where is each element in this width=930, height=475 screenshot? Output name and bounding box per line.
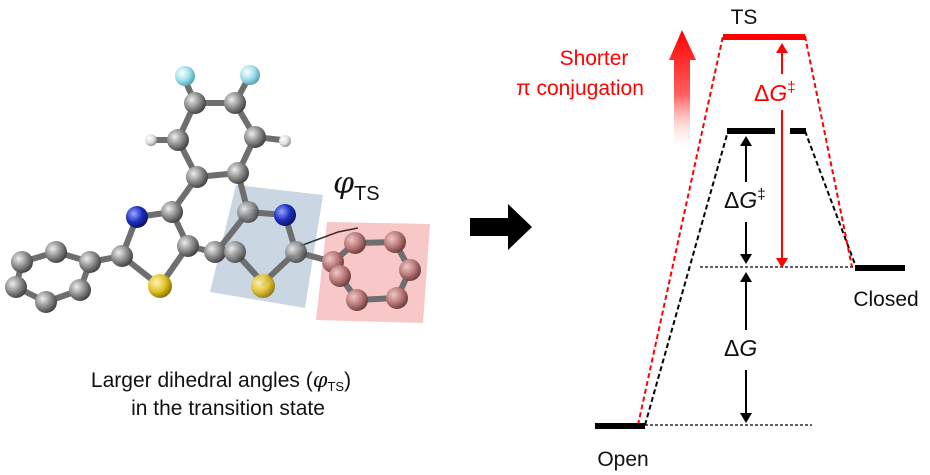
nitrogen-atom bbox=[274, 204, 296, 226]
black-path-connector bbox=[644, 130, 729, 426]
caption-line-1: Larger dihedral angles (φTS) bbox=[91, 368, 351, 394]
carbon-atom bbox=[111, 245, 133, 267]
carbon-atom bbox=[35, 291, 57, 313]
carbon-atom bbox=[69, 279, 91, 301]
carbon-atom bbox=[227, 162, 249, 184]
fluorine-atom bbox=[175, 66, 195, 86]
carbon-atom bbox=[346, 289, 368, 311]
carbon-atom bbox=[186, 166, 208, 188]
up-gradient-arrow-icon bbox=[669, 30, 696, 148]
open-label: Open bbox=[597, 448, 648, 471]
sulfur-atom bbox=[251, 274, 275, 298]
carbon-atom bbox=[79, 251, 101, 273]
black-delta-g-dagger-arrow bbox=[740, 136, 752, 264]
hydrogen-atom bbox=[145, 134, 157, 146]
carbon-atom bbox=[45, 241, 67, 263]
carbon-atom bbox=[204, 241, 226, 263]
nitrogen-atom bbox=[126, 206, 148, 228]
ts-label: TS bbox=[731, 6, 758, 29]
carbon-atom bbox=[384, 231, 406, 253]
red-path-connector bbox=[637, 35, 724, 426]
carbon-atom bbox=[244, 126, 266, 148]
carbon-atom bbox=[237, 201, 259, 223]
phi-ts-label: φTS bbox=[333, 166, 380, 205]
red-delta-g-dagger-label: ΔG‡ bbox=[754, 79, 796, 106]
carbon-atom bbox=[184, 92, 206, 114]
carbon-atom bbox=[386, 287, 408, 309]
carbon-atom bbox=[399, 259, 421, 281]
black-delta-g-dagger-label: ΔG‡ bbox=[724, 186, 766, 213]
dihedral-indicator bbox=[299, 227, 359, 247]
carbon-atom bbox=[167, 129, 189, 151]
carbon-atom bbox=[224, 92, 246, 114]
black-delta-g-label: ΔG bbox=[724, 335, 757, 361]
caption-line-2: in the transition state bbox=[131, 397, 325, 420]
big-right-arrow-icon bbox=[470, 204, 532, 250]
black-delta-g-arrow bbox=[740, 272, 752, 423]
molecule-atoms bbox=[5, 65, 421, 313]
carbon-atom bbox=[11, 251, 33, 273]
carbon-atom bbox=[177, 235, 199, 257]
carbon-atom bbox=[285, 241, 307, 263]
shorter-label: Shorter bbox=[560, 47, 629, 70]
closed-label: Closed bbox=[853, 288, 918, 311]
pi-conjugation-label: π conjugation bbox=[516, 77, 644, 100]
molecule-model: φTS bbox=[5, 65, 430, 323]
carbon-atom bbox=[224, 241, 246, 263]
hydrogen-atom bbox=[279, 135, 291, 147]
sulfur-atom bbox=[148, 274, 172, 298]
carbon-atom bbox=[329, 265, 351, 287]
red-delta-g-dagger-arrow bbox=[776, 43, 788, 268]
carbon-atom bbox=[5, 276, 27, 298]
carbon-atom bbox=[344, 232, 366, 254]
black-path-connector bbox=[804, 130, 857, 268]
red-path-connector bbox=[804, 35, 853, 268]
fluorine-atom bbox=[240, 65, 260, 85]
energy-diagram: TS Open Closed ΔG‡ ΔG‡ ΔG Shorter π conj… bbox=[516, 6, 919, 471]
carbon-atom bbox=[161, 201, 183, 223]
